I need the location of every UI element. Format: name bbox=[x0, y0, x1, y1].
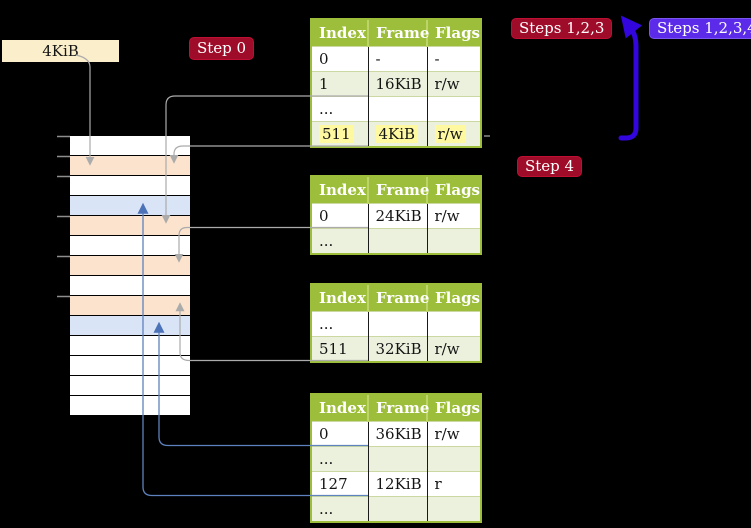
memory-frame-row-11-free bbox=[70, 356, 190, 376]
column-header-flags: Flags bbox=[426, 285, 480, 312]
memory-frame-row-10-free bbox=[70, 336, 190, 356]
table-cell: 511 bbox=[312, 336, 368, 361]
table-cell bbox=[367, 496, 427, 521]
page-table-level-1-row-0: 0-- bbox=[312, 46, 480, 72]
table-cell: ... bbox=[312, 311, 368, 337]
memory-frame-row-13-free bbox=[70, 396, 190, 416]
column-header-index: Index bbox=[312, 20, 368, 47]
column-header-index: Index bbox=[312, 395, 368, 422]
table-cell bbox=[367, 446, 427, 472]
memory-frame-row-12-free bbox=[70, 376, 190, 396]
table-cell: r/w bbox=[426, 336, 480, 361]
steps-123-badge: Steps 1,2,3 bbox=[511, 18, 613, 39]
column-header-frame: Frame bbox=[367, 20, 429, 47]
step-4-badge: Step 4 bbox=[517, 156, 583, 177]
table-cell: - bbox=[426, 46, 480, 72]
table-cell bbox=[367, 311, 427, 337]
table-cell: r/w bbox=[426, 121, 480, 146]
highlighted-value: r/w bbox=[434, 125, 466, 143]
table-cell: r bbox=[426, 471, 480, 497]
memory-frame-row-3-mapped-page bbox=[70, 196, 190, 216]
highlighted-value: 4KiB bbox=[375, 125, 419, 143]
page-table-level-2-row-1: ... bbox=[312, 228, 480, 253]
table-cell: r/w bbox=[426, 203, 480, 229]
memory-frame-row-6-page-table bbox=[70, 256, 190, 276]
page-table-level-1-row-3: 511 4KiB r/w bbox=[312, 121, 480, 146]
column-header-frame: Frame bbox=[367, 285, 429, 312]
memory-frame-row-8-page-table bbox=[70, 296, 190, 316]
table-cell: 36KiB bbox=[367, 421, 427, 447]
memory-frame-row-2-free bbox=[70, 176, 190, 196]
memory-frame-row-7-free bbox=[70, 276, 190, 296]
table-cell: 4KiB bbox=[367, 121, 427, 146]
table-cell: ... bbox=[312, 496, 368, 521]
table-cell bbox=[426, 311, 480, 337]
table-cell: 127 bbox=[312, 471, 368, 497]
table-cell: ... bbox=[312, 228, 368, 253]
table-cell: ... bbox=[312, 446, 368, 472]
table-cell: 12KiB bbox=[367, 471, 427, 497]
table-cell bbox=[426, 446, 480, 472]
physical-memory-stack bbox=[70, 136, 190, 416]
table-cell bbox=[426, 228, 480, 253]
table-cell: r/w bbox=[426, 71, 480, 97]
memory-frame-row-5-free bbox=[70, 236, 190, 256]
table-cell: 24KiB bbox=[367, 203, 427, 229]
stack-address-ticks bbox=[57, 135, 70, 298]
table-cell: r/w bbox=[426, 421, 480, 447]
table-cell: 0 bbox=[312, 46, 368, 72]
table-cell bbox=[367, 228, 427, 253]
memory-frame-row-4-page-table bbox=[70, 216, 190, 236]
table-cell: 511 bbox=[312, 121, 368, 146]
table-cell bbox=[367, 96, 427, 122]
big-steps-arrow bbox=[618, 15, 643, 141]
column-header-index: Index bbox=[312, 285, 368, 312]
highlighted-value: 511 bbox=[319, 125, 354, 143]
column-header-index: Index bbox=[312, 177, 368, 204]
step-0-badge: Step 0 bbox=[189, 37, 255, 60]
table-cell: - bbox=[367, 46, 427, 72]
table-cell: 16KiB bbox=[367, 71, 427, 97]
page-size-label: 4KiB bbox=[2, 40, 119, 62]
column-header-flags: Flags bbox=[426, 395, 480, 422]
page-table-level-3-row-0: ... bbox=[312, 311, 480, 337]
table-cell: 0 bbox=[312, 421, 368, 447]
memory-frame-row-1-page-table bbox=[70, 156, 190, 176]
column-header-frame: Frame bbox=[367, 395, 429, 422]
memory-frame-row-9-mapped-page bbox=[70, 316, 190, 336]
column-header-flags: Flags bbox=[426, 20, 480, 47]
page-table-level-1-row-2: ... bbox=[312, 96, 480, 122]
table-cell bbox=[426, 96, 480, 122]
memory-frame-row-0-free bbox=[70, 136, 190, 156]
table-cell: 1 bbox=[312, 71, 368, 97]
column-header-flags: Flags bbox=[426, 177, 480, 204]
table-cell bbox=[426, 496, 480, 521]
table-cell: ... bbox=[312, 96, 368, 122]
table-cell: 32KiB bbox=[367, 336, 427, 361]
table-cell: 0 bbox=[312, 203, 368, 229]
page-table-level-4-row-1: ... bbox=[312, 446, 480, 472]
page-table-level-4-row-3: ... bbox=[312, 496, 480, 521]
column-header-frame: Frame bbox=[367, 177, 429, 204]
steps-1234-badge: Steps 1,2,3,4 bbox=[649, 18, 751, 39]
